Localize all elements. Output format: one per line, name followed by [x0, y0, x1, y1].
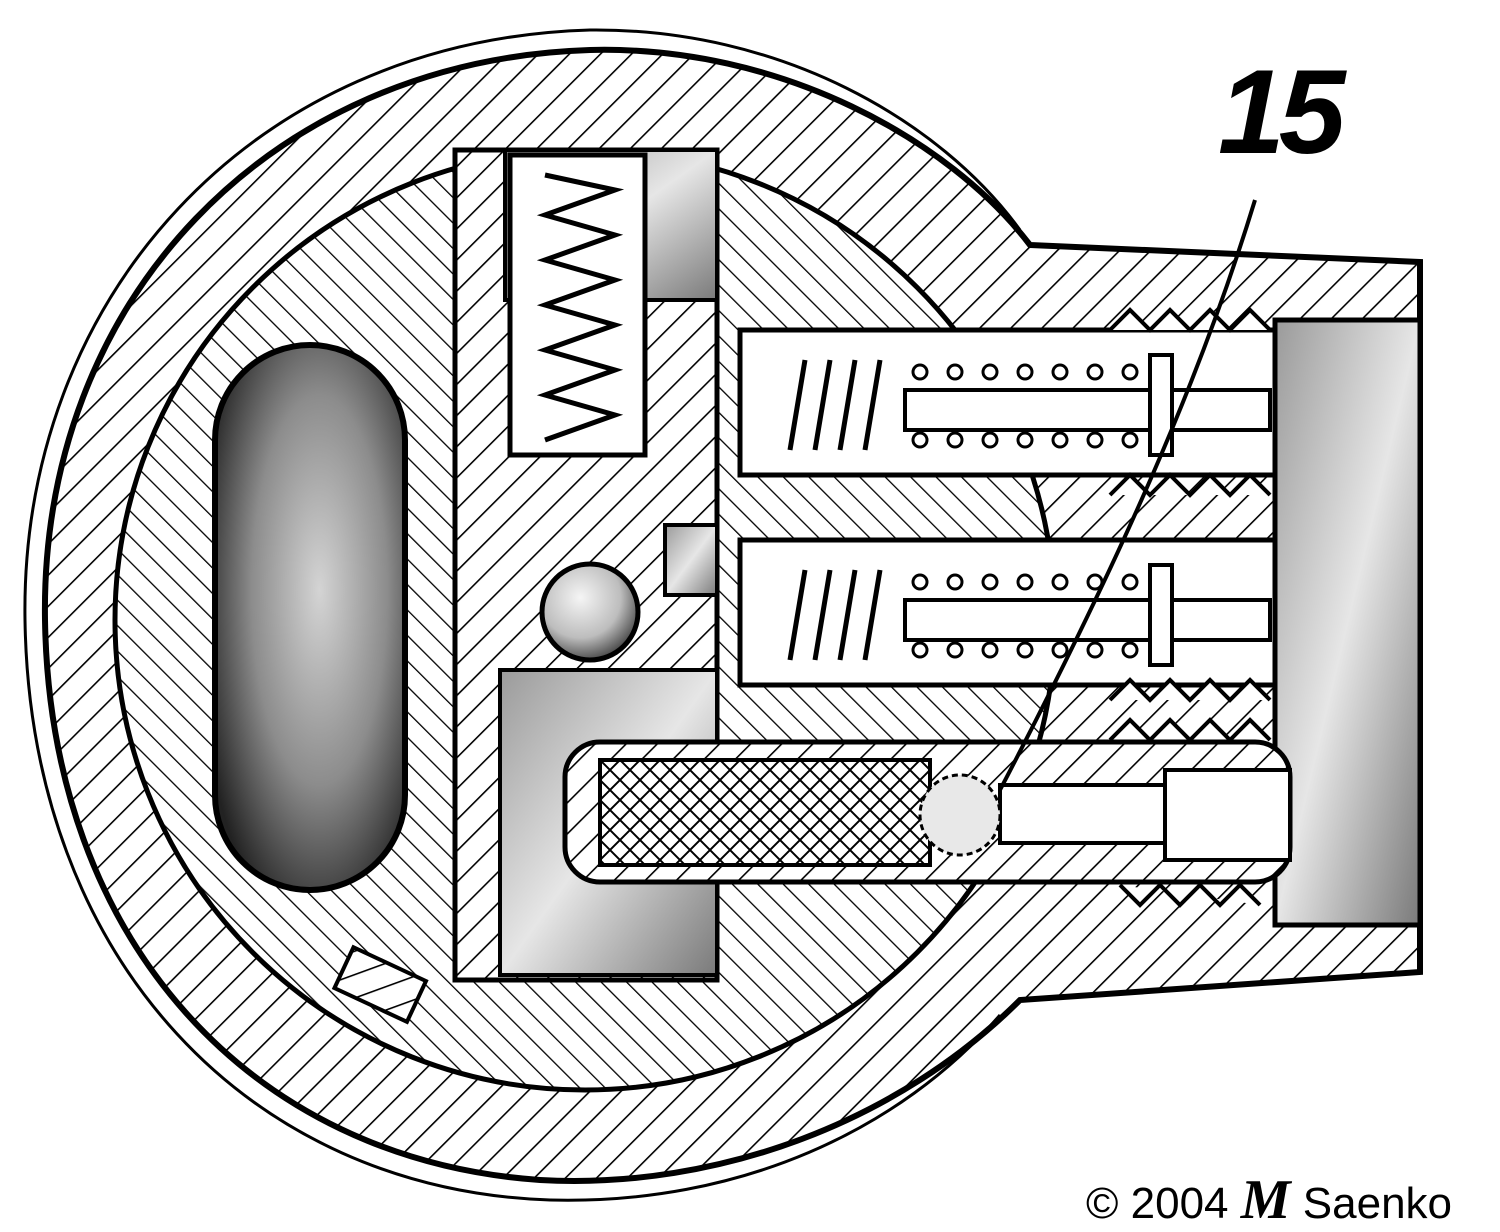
- detent-ball: [539, 561, 641, 663]
- pin-tip-lower: [1170, 598, 1272, 642]
- fluff-element: [918, 773, 1002, 857]
- author-name: Saenko: [1302, 1179, 1453, 1228]
- copyright-credit: © 2004 M Saenko: [1086, 1172, 1452, 1228]
- pin-tip-upper: [1170, 388, 1272, 432]
- copyright-year: © 2004: [1086, 1179, 1229, 1228]
- key-channel: [212, 342, 408, 893]
- outer-rim-line: [23, 28, 1022, 1202]
- cartridge-core: [598, 758, 932, 867]
- author-mark: M: [1240, 1169, 1291, 1231]
- pin-spring-upper: [787, 359, 883, 451]
- cartridge-cap: [1163, 768, 1292, 862]
- bottom-notch: [331, 944, 429, 1025]
- callout-number-15: 15: [1218, 45, 1346, 179]
- cartridge-plunger: [998, 783, 1167, 845]
- coil-dots-upper: [911, 363, 1139, 449]
- keyway-opening: [1272, 317, 1423, 928]
- compression-spring: [536, 172, 625, 443]
- coil-dots-lower: [911, 573, 1139, 659]
- pin-upper: [903, 388, 1152, 432]
- pin-head-lower: [1148, 563, 1174, 667]
- leader-line-15: [998, 199, 1257, 791]
- pin-lower: [903, 598, 1152, 642]
- spring-pocket: [507, 152, 648, 458]
- pin-spring-lower: [787, 569, 883, 661]
- locating-tab: [663, 523, 719, 597]
